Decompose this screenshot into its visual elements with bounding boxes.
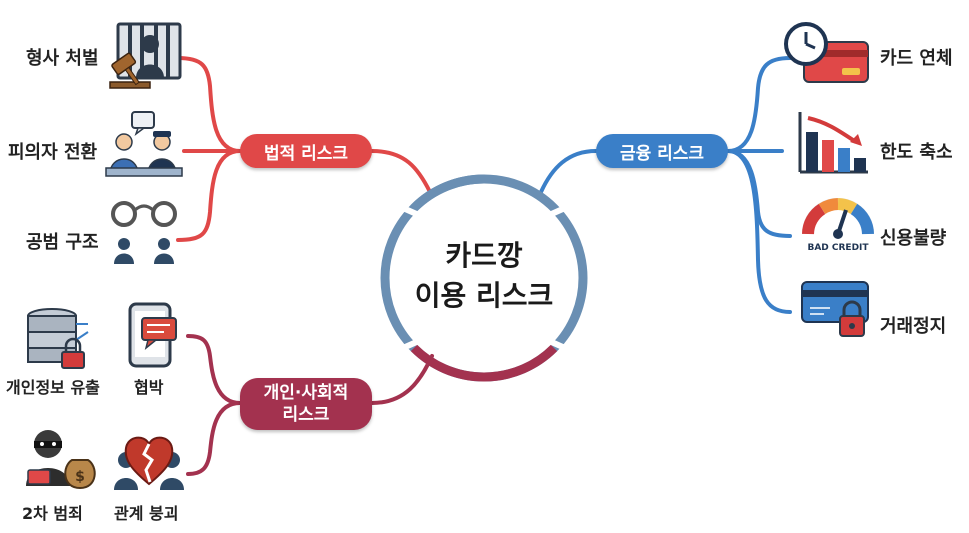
credit-gauge-icon: BAD CREDIT [802, 198, 874, 253]
center-title-line2: 이용 리스크 [414, 279, 554, 312]
bad-credit-text: BAD CREDIT [807, 243, 869, 253]
center-ring [380, 174, 588, 382]
social-item-personal-data-leak: 개인정보 유출 [6, 378, 100, 397]
thief-money-icon: $ [26, 430, 96, 490]
financial-item-limit-reduction: 한도 축소 [880, 142, 953, 163]
legal-item-suspect-conversion: 피의자 전환 [8, 142, 98, 163]
broken-heart-icon [114, 436, 184, 490]
center-topic: 카드깡 이용 리스크 [383, 236, 585, 316]
social-risk-label-line1: 개인·사회적 [263, 383, 349, 403]
locked-card-icon [801, 281, 869, 337]
clock-credit-card-icon [784, 22, 869, 83]
financial-item-card-delinquency: 카드 연체 [880, 48, 953, 69]
declining-chart-icon [798, 112, 868, 174]
phone-message-icon [128, 302, 177, 368]
social-risk-pill: 개인·사회적 리스크 [240, 378, 372, 430]
database-lock-icon [27, 308, 89, 369]
social-item-threat: 협박 [134, 378, 164, 397]
legal-item-accomplice-structure: 공범 구조 [26, 232, 99, 253]
handcuffs-people-icon [111, 201, 177, 264]
jail-gavel-icon [109, 22, 182, 89]
svg-text:$: $ [75, 469, 85, 485]
legal-connectors [176, 56, 432, 242]
legal-item-criminal-punishment: 형사 처벌 [26, 48, 99, 69]
financial-item-transaction-suspension: 거래정지 [880, 316, 947, 337]
social-item-relationship-breakdown: 관계 붕괴 [114, 504, 179, 523]
social-risk-label-line2: 리스크 [282, 405, 330, 425]
financial-item-bad-credit: 신용불량 [880, 228, 947, 249]
social-item-secondary-crime: 2차 범죄 [22, 504, 83, 523]
center-title-line1: 카드깡 [445, 239, 523, 272]
legal-risk-pill: 법적 리스크 [240, 134, 372, 168]
center-ring-gaps [401, 205, 567, 351]
police-interrogation-icon [105, 111, 183, 177]
financial-risk-pill: 금융 리스크 [596, 134, 728, 168]
financial-connectors [539, 56, 792, 314]
